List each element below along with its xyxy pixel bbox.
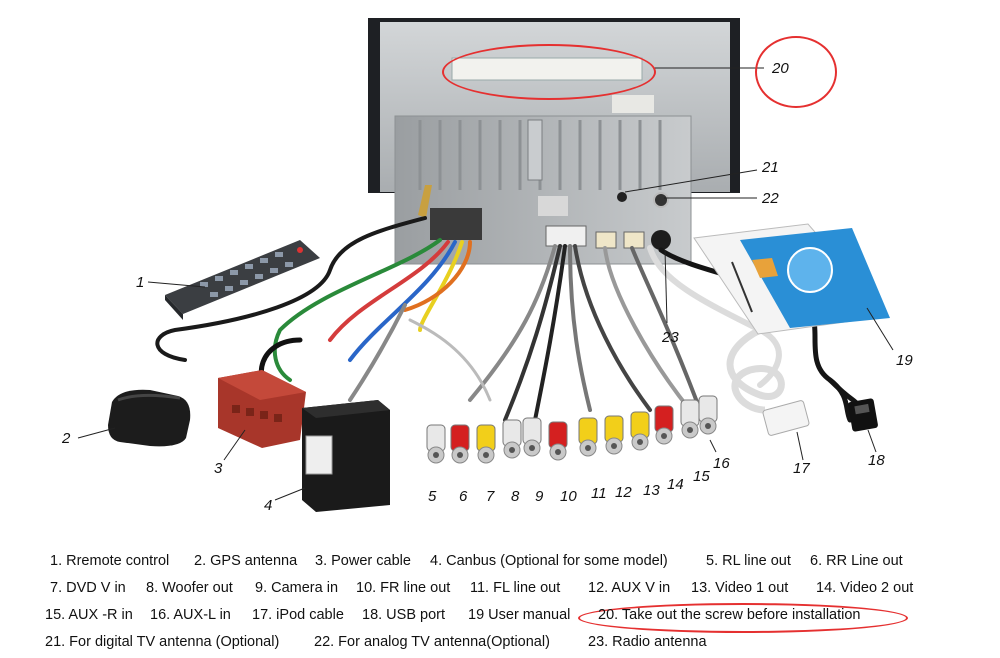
rca-plug [476, 424, 496, 464]
legend-item: 11. FL line out [470, 580, 561, 596]
legend-row-2: 7. DVD V in 8. Woofer out 9. Camera in 1… [0, 580, 1000, 602]
callout-4: 4 [264, 497, 273, 514]
highlight-ring-legend-20 [578, 603, 908, 633]
legend-item: 20. Take out the screw before installati… [598, 607, 861, 623]
legend-item: 1. Rremote control [50, 553, 170, 569]
legend-item: 13. Video 1 out [691, 580, 789, 596]
canbus-label [305, 435, 333, 475]
rca-plug [680, 399, 700, 439]
usb-port-cable [828, 378, 878, 432]
legend-item: 9. Camera in [255, 580, 339, 596]
legend-item: 14. Video 2 out [816, 580, 914, 596]
rca-plug [548, 421, 568, 461]
highlight-ring-callout-20 [755, 36, 837, 108]
callout-16: 16 [713, 455, 730, 472]
user-manual [693, 223, 890, 335]
callout-14: 14 [667, 476, 684, 493]
callout-13: 13 [643, 482, 660, 499]
callout-18: 18 [868, 452, 885, 469]
serial-label [612, 95, 654, 113]
legend-item: 5. RL line out [706, 553, 791, 569]
callout-6: 6 [459, 488, 468, 505]
callout-1: 1 [136, 274, 145, 291]
legend-item: 22. For analog TV antenna(Optional) [314, 634, 550, 650]
legend-item: 15. AUX -R in [45, 607, 133, 623]
callout-21: 21 [762, 159, 779, 176]
callout-11: 11 [591, 485, 607, 502]
legend-item: 18. USB port [362, 607, 446, 623]
callout-22: 22 [762, 190, 779, 207]
legend-item: 10. FR line out [356, 580, 451, 596]
callout-9: 9 [535, 488, 544, 505]
power-cable-connector [218, 370, 306, 448]
gps-antenna [108, 389, 191, 447]
callout-10: 10 [560, 488, 577, 505]
callout-3: 3 [214, 460, 223, 477]
rca-plug [502, 419, 522, 459]
wiring-harness [155, 216, 853, 423]
legend-item: 12. AUX V in [588, 580, 671, 596]
rca-connector-group [426, 395, 718, 464]
legend-row-4: 21. For digital TV antenna (Optional) 22… [0, 634, 1000, 656]
rca-plug [654, 405, 674, 445]
rca-plug [522, 417, 542, 457]
rca-plug [630, 411, 650, 451]
digital-tv-port [617, 192, 627, 202]
legend-item: 7. DVD V in [50, 580, 126, 596]
legend-item: 4. Canbus (Optional for some model) [430, 553, 668, 569]
radio-antenna-port [651, 230, 671, 250]
ipod-cable [726, 326, 810, 436]
legend-item: 16. AUX-L in [150, 607, 231, 623]
legend-row-1: 1. Rremote control 2. GPS antenna 3. Pow… [0, 553, 1000, 575]
leader-lines [77, 67, 894, 501]
legend-item: 17. iPod cable [252, 607, 344, 623]
legend-item: 3. Power cable [315, 553, 411, 569]
callout-12: 12 [615, 484, 632, 501]
legend-item: 21. For digital TV antenna (Optional) [45, 634, 280, 650]
legend-item: 23. Radio antenna [588, 634, 707, 650]
legend-item: 2. GPS antenna [194, 553, 298, 569]
callout-7: 7 [486, 488, 495, 505]
rca-plug [578, 417, 598, 457]
remote-control [165, 240, 320, 320]
rca-plug [426, 424, 446, 464]
callout-20: 20 [772, 60, 789, 77]
legend-item: 6. RR Line out [810, 553, 903, 569]
callout-23: 23 [662, 329, 679, 346]
legend-item: 8. Woofer out [146, 580, 233, 596]
rca-plug [604, 415, 624, 455]
gps-connector [418, 185, 432, 218]
legend-row-3: 15. AUX -R in 16. AUX-L in 17. iPod cabl… [0, 607, 1000, 629]
callout-19: 19 [896, 352, 913, 369]
rca-plug [450, 424, 470, 464]
callout-8: 8 [511, 488, 520, 505]
power-connector-port [430, 208, 482, 240]
legend-item: 19 User manual [468, 607, 571, 623]
callout-5: 5 [428, 488, 437, 505]
callout-17: 17 [793, 460, 810, 477]
callout-15: 15 [693, 468, 710, 485]
analog-tv-port [653, 192, 669, 208]
highlight-ring-sticker [442, 44, 656, 100]
canbus-box [302, 400, 390, 512]
callout-2: 2 [62, 430, 71, 447]
rca-plug [698, 395, 718, 435]
